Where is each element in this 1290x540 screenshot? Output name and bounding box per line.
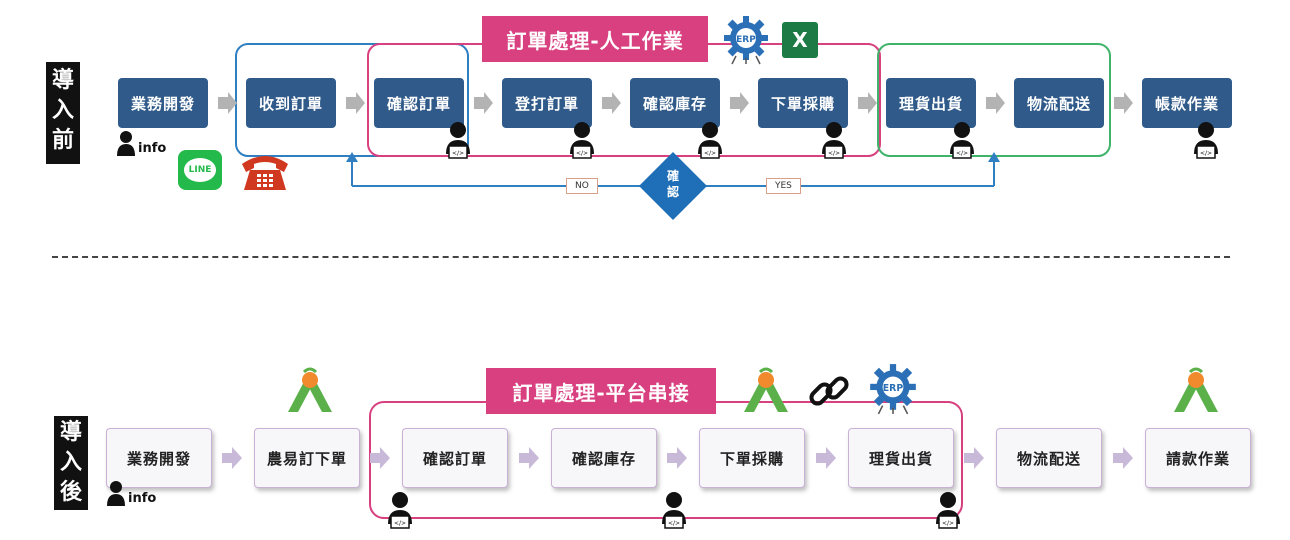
side-char: 導	[51, 68, 74, 93]
before-step-pick-ship: 理貨出貨	[886, 78, 976, 128]
flow-arrow	[964, 447, 984, 469]
svg-text:</>: </>	[956, 150, 968, 157]
line-text: LINE	[183, 158, 217, 182]
erp-gear-icon: ERP	[870, 364, 916, 415]
before-step-purchase: 下單採購	[758, 78, 848, 128]
after-step-business-dev: 業務開發	[106, 428, 212, 488]
person-tag: info	[128, 491, 157, 506]
svg-text:</>: </>	[828, 150, 840, 157]
no-arrowhead	[346, 152, 358, 162]
link-chain-icon	[809, 376, 849, 406]
platform-logo-icon	[288, 367, 332, 412]
salesperson-icon: info	[116, 130, 166, 156]
svg-text:</>: </>	[704, 150, 716, 157]
decision-char: 認	[666, 185, 679, 199]
side-char: 入	[51, 98, 74, 123]
before-step-check-stock: 確認庫存	[630, 78, 720, 128]
flow-arrow	[370, 447, 390, 469]
excel-letter: X	[792, 28, 808, 52]
flow-arrow	[816, 447, 836, 469]
side-char: 導	[59, 420, 82, 445]
before-side-label: 導 入 前	[46, 62, 80, 164]
before-step-logistics: 物流配送	[1014, 78, 1104, 128]
svg-text:</>: </>	[1200, 150, 1212, 157]
before-arrows	[218, 92, 1133, 114]
flow-arrow	[667, 447, 687, 469]
platform-logo-icon	[744, 367, 788, 412]
decision-label: 確 認	[663, 168, 683, 200]
flow-arrow	[1113, 447, 1133, 469]
worker-icon: </>	[936, 492, 960, 529]
svg-text:</>: </>	[576, 150, 588, 157]
before-step-business-dev: 業務開發	[118, 78, 208, 128]
after-step-platform-order: 農易訂下單	[254, 428, 360, 488]
flow-arrow	[519, 447, 539, 469]
worker-icon: </>	[1194, 122, 1218, 159]
svg-text:</>: </>	[942, 520, 954, 527]
svg-text:</>: </>	[668, 520, 680, 527]
salesperson-icon: info	[106, 480, 156, 506]
flow-arrow	[858, 92, 877, 114]
decision-char: 確	[666, 169, 679, 183]
person-silhouette-icon	[117, 131, 135, 156]
person-silhouette-icon	[107, 481, 125, 506]
flow-arrow	[474, 92, 493, 114]
flow-arrow	[602, 92, 621, 114]
before-step-key-in-order: 登打訂單	[502, 78, 592, 128]
decision-diamond	[639, 152, 707, 220]
excel-icon: X	[782, 22, 818, 58]
worker-icon: </>	[822, 122, 846, 159]
after-step-pick-ship: 理貨出貨	[848, 428, 954, 488]
yes-label: YES	[766, 178, 801, 194]
person-tag: info	[138, 141, 167, 156]
worker-icon: </>	[950, 122, 974, 159]
side-char: 前	[51, 128, 74, 153]
before-step-receive-order: 收到訂單	[246, 78, 336, 128]
flow-arrow	[730, 92, 749, 114]
erp-text: ERP	[883, 383, 904, 394]
telephone-icon	[242, 156, 288, 190]
flow-arrow	[986, 92, 1005, 114]
after-title-banner: 訂單處理-平台串接	[486, 368, 716, 414]
section-divider	[52, 256, 1230, 258]
flow-arrow	[1114, 92, 1133, 114]
worker-icon: </>	[446, 122, 470, 159]
yes-arrowhead	[988, 152, 1000, 162]
flow-arrow	[222, 447, 242, 469]
side-char: 入	[59, 450, 82, 475]
before-step-confirm-order: 確認訂單	[374, 78, 464, 128]
after-step-logistics: 物流配送	[996, 428, 1102, 488]
after-step-purchase: 下單採購	[699, 428, 805, 488]
after-step-invoicing: 請款作業	[1145, 428, 1251, 488]
before-title-banner: 訂單處理-人工作業	[482, 16, 708, 62]
after-step-confirm-order: 確認訂單	[402, 428, 508, 488]
svg-text:</>: </>	[452, 150, 464, 157]
worker-icon: </>	[570, 122, 594, 159]
flow-arrow	[218, 92, 237, 114]
no-label: NO	[566, 178, 598, 194]
flow-arrow	[346, 92, 365, 114]
after-step-check-stock: 確認庫存	[551, 428, 657, 488]
side-char: 後	[59, 480, 82, 505]
before-step-accounts: 帳款作業	[1142, 78, 1232, 128]
erp-text: ERP	[736, 35, 756, 45]
line-app-icon: LINE	[178, 150, 222, 190]
platform-logo-icon	[1174, 367, 1218, 412]
after-arrows	[222, 447, 1133, 469]
worker-icon: </>	[662, 492, 686, 529]
erp-gear-icon: ERP	[724, 16, 768, 65]
after-side-label: 導 入 後	[54, 416, 88, 510]
worker-icon: </>	[388, 492, 412, 529]
svg-text:</>: </>	[394, 520, 406, 527]
worker-icon: </>	[698, 122, 722, 159]
